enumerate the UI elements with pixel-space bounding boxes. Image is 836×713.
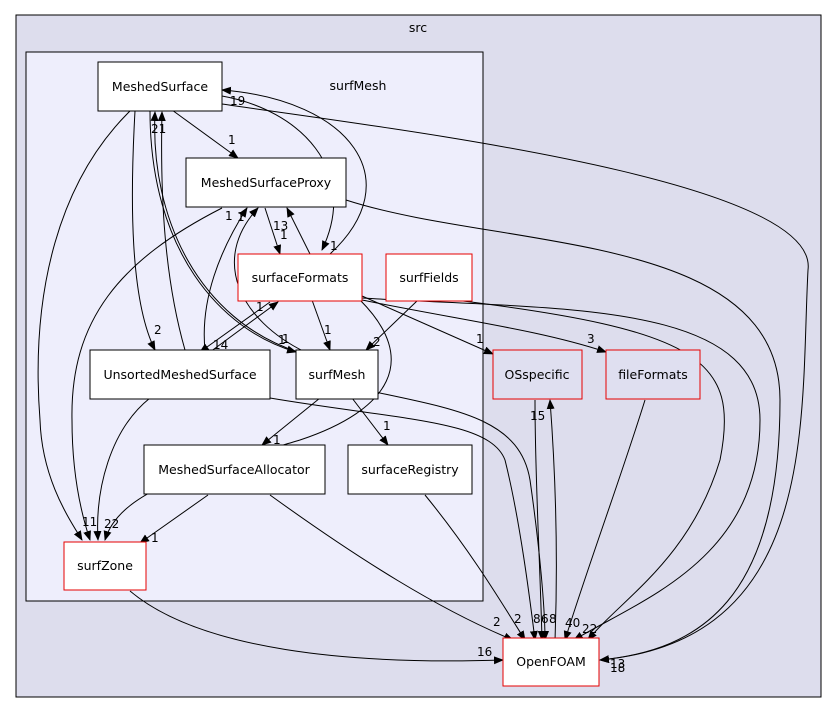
node-surfzone[interactable]: surfZone (63, 541, 147, 591)
edge-label: 2 (373, 335, 381, 349)
edge-label: 11 (82, 515, 97, 529)
edge-label: 19 (230, 94, 245, 108)
edge-meshedsurface-unsorted (131, 110, 156, 351)
edge-label: 1 (278, 333, 286, 347)
edge-surfmesh-openfoam (374, 391, 549, 641)
edge-meshedsurface-surfzone (37, 110, 131, 541)
edge-label: 1 (237, 210, 245, 224)
edge-formats-openfoam (361, 297, 761, 641)
node-meshedsurface[interactable]: MeshedSurface (97, 61, 223, 112)
edge-proxy-surfzone (71, 207, 223, 541)
edge-osspecific-openfoam (534, 399, 546, 641)
edge-label: 1 (151, 531, 159, 545)
svg-text:fileFormats: fileFormats (618, 367, 688, 382)
svg-text:MeshedSurfaceAllocator: MeshedSurfaceAllocator (158, 462, 310, 477)
edge-label: 13 (610, 657, 625, 671)
edge-label: 14 (213, 338, 228, 352)
node-surffields[interactable]: surfFields (385, 253, 473, 302)
cluster-surfmesh-label: surfMesh (330, 78, 387, 93)
edge-label: 3 (587, 332, 595, 346)
edge-label: 22 (582, 622, 597, 636)
svg-text:surfZone: surfZone (77, 558, 133, 573)
edge-label: 15 (530, 409, 545, 423)
edge-label: 16 (477, 645, 492, 659)
edge-label: 2 (493, 615, 501, 629)
svg-text:UnsortedMeshedSurface: UnsortedMeshedSurface (103, 367, 256, 382)
edge-label: 21 (151, 122, 166, 136)
edge-surfmesh-registry (351, 397, 389, 446)
edge-formats-surfzone (103, 299, 392, 541)
edge-label: 2 (154, 323, 162, 337)
svg-text:surfaceRegistry: surfaceRegistry (361, 462, 459, 477)
node-unsortedmeshedsurface[interactable]: UnsortedMeshedSurface (89, 349, 271, 400)
edge-formats-osspecific (361, 295, 494, 355)
edge-label: 13 (273, 219, 288, 233)
edge-label: 1 (256, 300, 264, 314)
edge-unsorted-proxy (203, 207, 248, 351)
svg-text:surfMesh: surfMesh (309, 367, 366, 382)
edge-fields-openfoam (454, 299, 725, 641)
edge-unsorted-formats (209, 301, 279, 353)
node-fileformats[interactable]: fileFormats (605, 349, 701, 400)
edge-label: 6 (541, 612, 549, 626)
edge-label: 8 (533, 612, 541, 626)
edge-label: 1 (225, 209, 233, 223)
edge-label: 1 (273, 433, 281, 447)
edge-fileformats-openfoam (563, 399, 646, 641)
svg-text:surfFields: surfFields (399, 270, 458, 285)
edge-meshedsurface-formats (221, 95, 335, 251)
edge-formats-proxy (286, 207, 311, 255)
edge-label: 1 (282, 332, 290, 346)
edge-allocator-openfoam (269, 494, 514, 641)
edge-surfmesh-allocator (261, 397, 321, 446)
svg-text:MeshedSurfaceProxy: MeshedSurfaceProxy (201, 175, 332, 190)
svg-text:MeshedSurface: MeshedSurface (112, 79, 208, 94)
edge-allocator-surfzone (139, 494, 209, 544)
edge-surfmesh-meshedsurface (150, 111, 299, 353)
node-meshedsurfaceallocator[interactable]: MeshedSurfaceAllocator (143, 444, 326, 495)
edge-fields-surfmesh (365, 299, 419, 351)
edge-openfoam-osspecific (546, 399, 557, 641)
node-surfaceregistry[interactable]: surfaceRegistry (347, 444, 473, 495)
edge-meshedsurface-surfmesh (149, 110, 297, 354)
svg-text:OSspecific: OSspecific (504, 367, 569, 382)
node-openfoam[interactable]: OpenFOAM (502, 637, 600, 687)
edge-label: 1 (280, 228, 288, 242)
edge-label: 1 (228, 133, 236, 147)
edge-unsorted-meshedsurface (157, 111, 186, 351)
edge-proxy-openfoam (345, 199, 781, 664)
edge-formats-unsorted (199, 301, 271, 353)
node-surfmesh[interactable]: surfMesh (295, 349, 379, 400)
edge-label: 1 (330, 239, 338, 253)
svg-text:surfaceFormats: surfaceFormats (252, 270, 349, 285)
edge-label: 22 (104, 517, 119, 531)
node-osspecific[interactable]: OSspecific (492, 349, 583, 400)
edge-label: 8 (549, 612, 557, 626)
edge-surfzone-openfoam (129, 590, 504, 665)
edge-proxy-formats (264, 207, 282, 255)
edge-formats-meshedsurface (221, 86, 367, 255)
edge-registry-openfoam (424, 494, 526, 641)
edge-formats-fileformats (361, 299, 607, 353)
edge-meshedsurface-openfoam (221, 103, 809, 664)
cluster-src-label: src (409, 20, 427, 35)
edge-label: 1 (324, 323, 332, 337)
edge-label: 2 (514, 612, 522, 626)
edge-unsorted-openfoam (269, 397, 538, 641)
edge-label: 18 (610, 661, 625, 675)
edge-unsorted-surfzone (93, 397, 151, 541)
edge-meshedsurface-proxy (171, 109, 239, 159)
edge-label: 1 (383, 419, 391, 433)
edge-labels: 19 21 1 1 13 1 1 1 1 1 1 2 2 1 14 1 3 15… (82, 94, 625, 675)
edges (37, 86, 809, 665)
node-meshedsurfaceproxy[interactable]: MeshedSurfaceProxy (185, 157, 347, 208)
edge-label: 40 (565, 616, 580, 630)
edge-label: 1 (476, 332, 484, 346)
node-surfaceformats[interactable]: surfaceFormats (237, 253, 363, 302)
edge-formats-surfmesh (311, 299, 331, 351)
svg-text:OpenFOAM: OpenFOAM (516, 654, 586, 669)
